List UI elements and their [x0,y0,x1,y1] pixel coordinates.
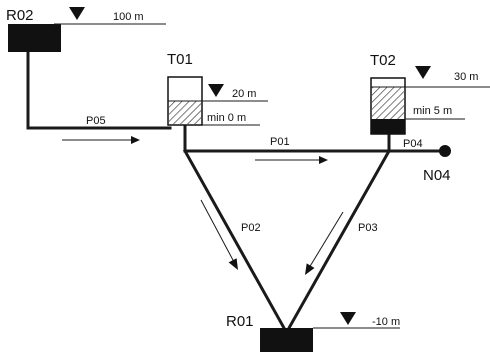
flow-arrow-icon [305,211,344,275]
pipe-p05-label: P05 [86,115,106,127]
pipe-p02 [182,148,287,331]
flow-arrow-icon [255,156,328,164]
water-level-triangle-icon [415,66,431,79]
flow-arrow-icon [200,199,238,270]
pipe-p02-label: P02 [241,222,261,234]
tank-t02 [370,66,490,135]
flow-arrow-icon [62,136,140,144]
tank-t02-max-level: 30 m [454,71,478,83]
reservoir-r01-name: R01 [226,313,254,330]
tank-t01-max-level: 20 m [232,88,256,100]
tank-t01-min-level: min 0 m [207,112,246,124]
pipe-p03-label: P03 [358,222,378,234]
tank-t02-min-level: min 5 m [413,105,452,117]
tank-t01 [167,76,268,126]
reservoir-r02 [8,7,166,52]
pipe-p04-label: P04 [403,138,423,150]
water-level-triangle-icon [340,312,356,325]
tank-t02-name: T02 [370,52,396,69]
reservoir-r02-level: 100 m [113,11,144,23]
pipe-p03 [286,148,392,331]
junction-node-n04 [439,145,451,157]
reservoir-r02-name: R02 [6,7,34,24]
reservoir-r01-level: -10 m [372,316,400,328]
pipe-p01-label: P01 [270,136,290,148]
pipe-p05 [26,50,172,130]
reservoir-r01 [260,312,400,352]
tank-t01-name: T01 [167,51,193,68]
water-level-triangle-icon [69,7,85,20]
water-level-triangle-icon [208,84,224,97]
node-n04-name: N04 [423,167,451,184]
